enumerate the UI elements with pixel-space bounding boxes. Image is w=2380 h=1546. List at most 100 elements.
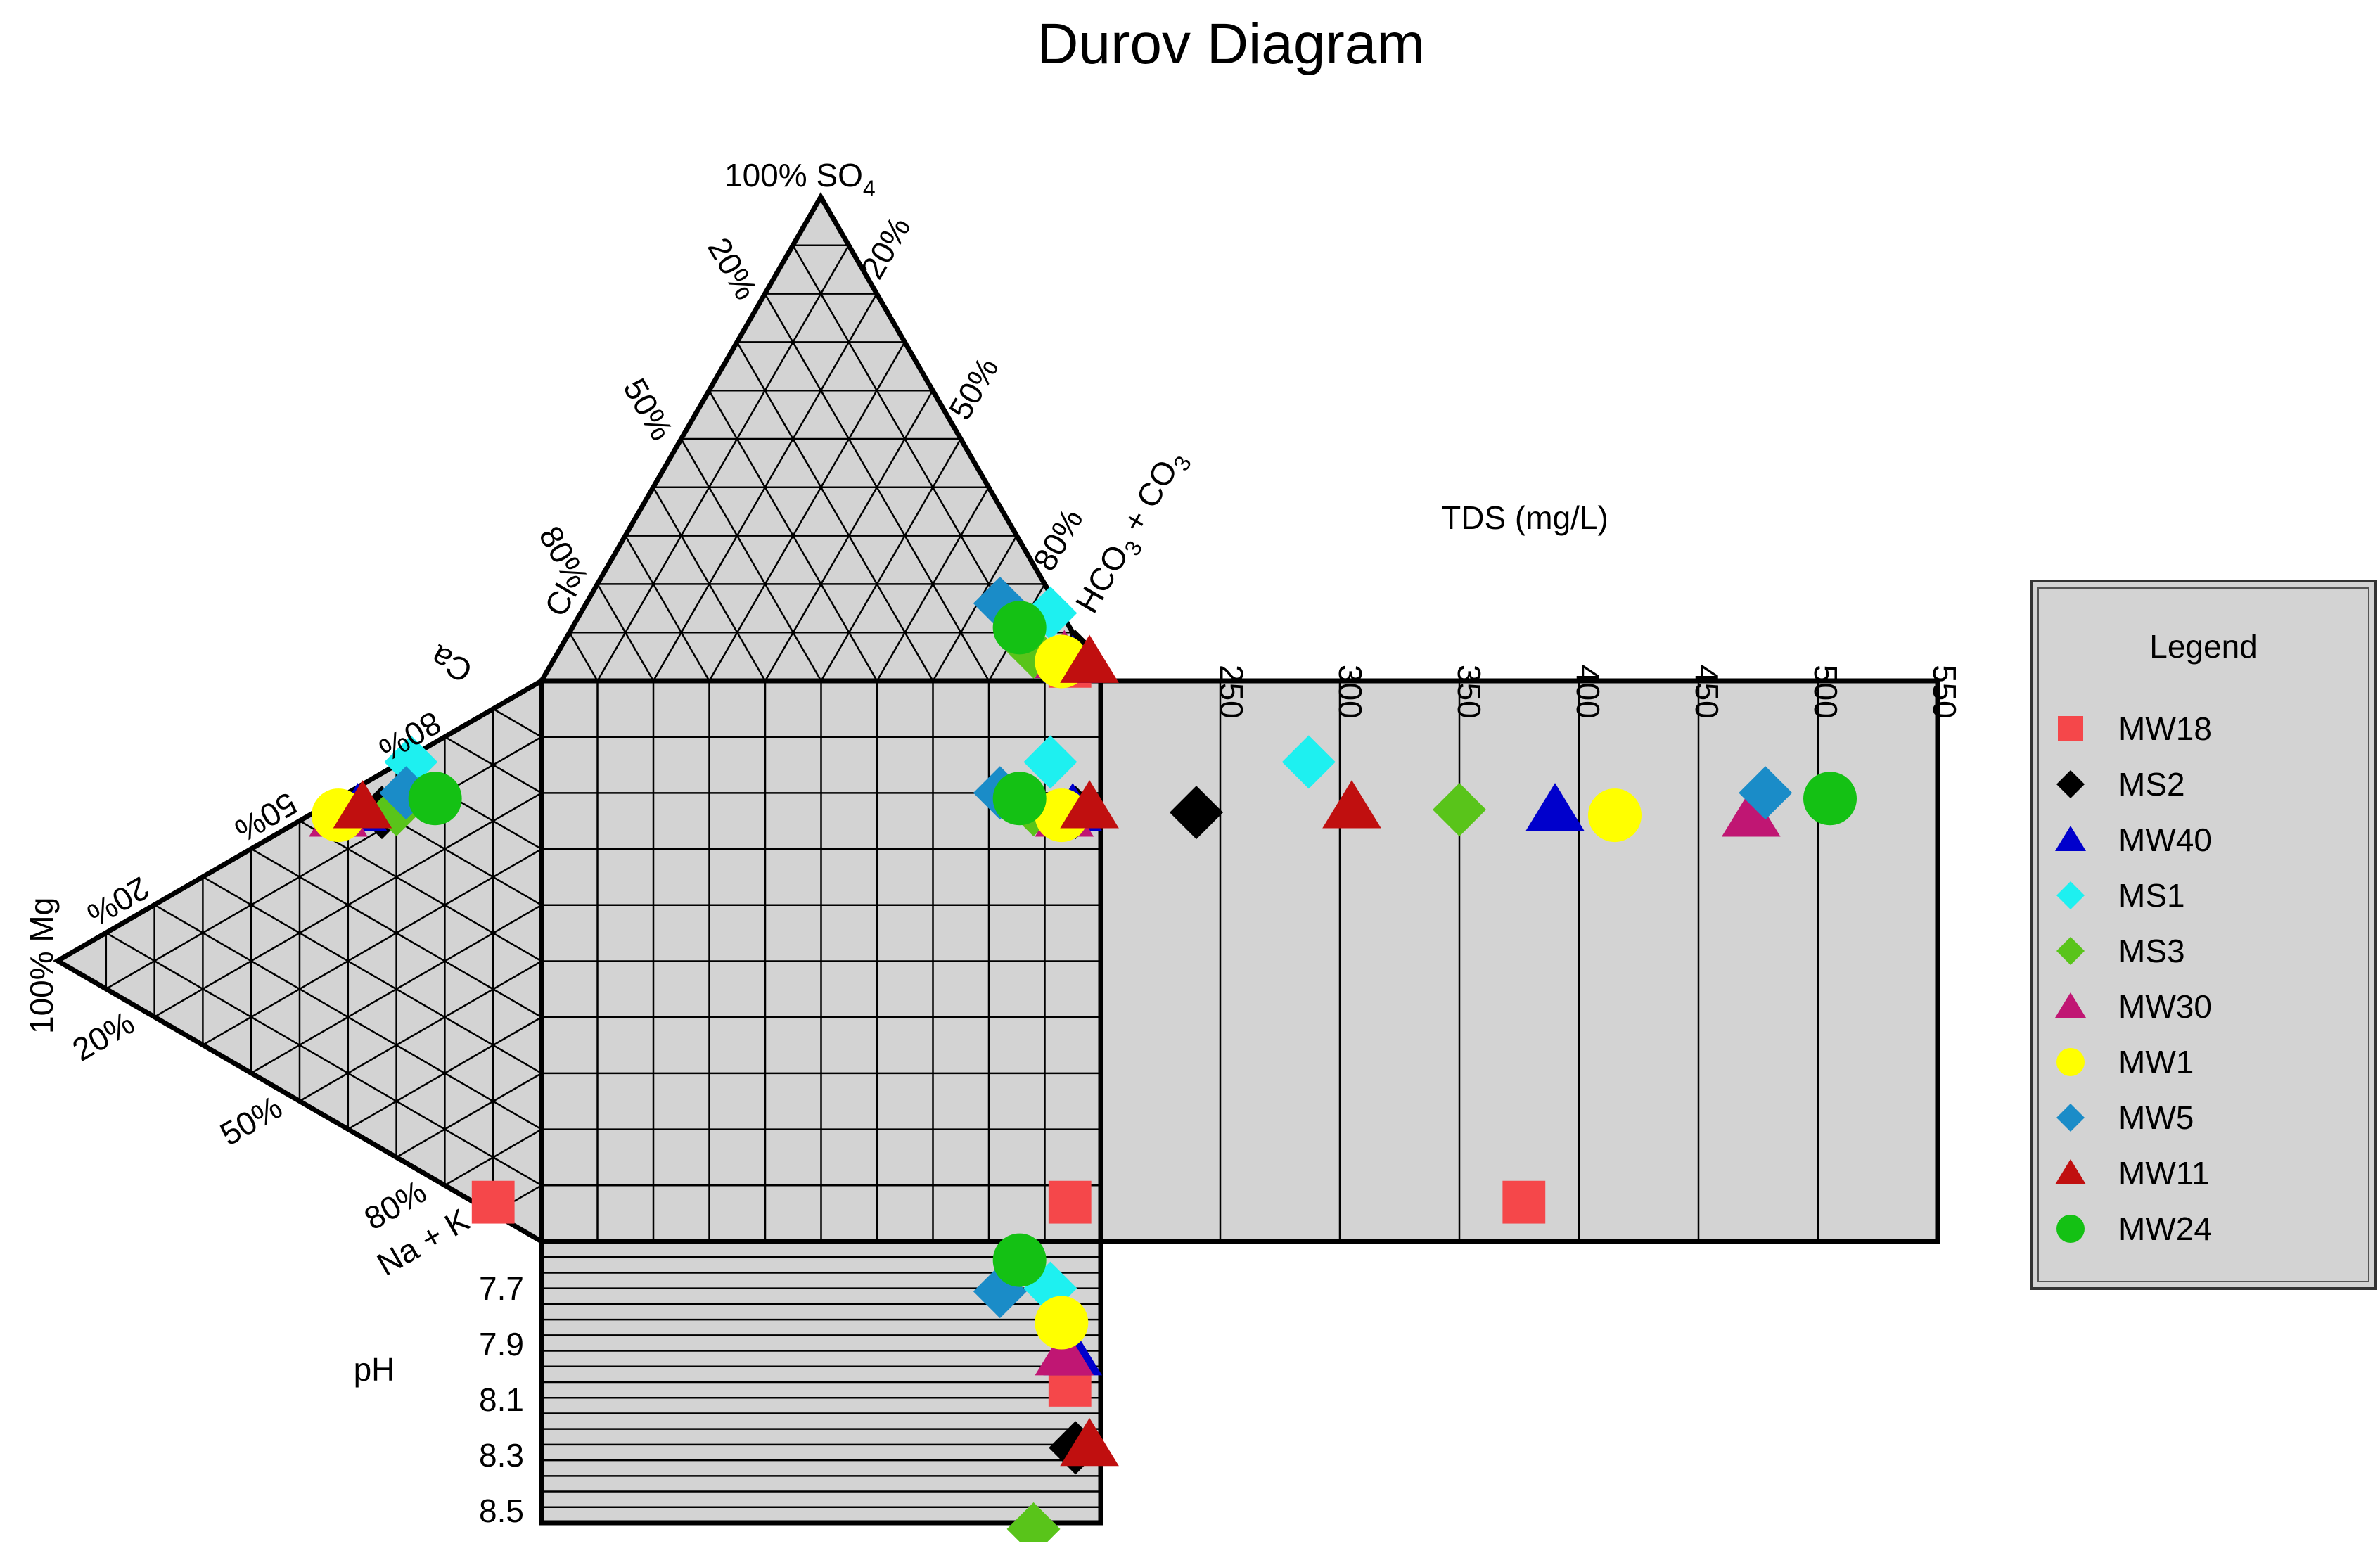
anion-left-80: 80% <box>532 520 596 594</box>
legend-marker <box>2056 881 2085 909</box>
ph-tick-label: 8.1 <box>479 1381 524 1418</box>
tds-point <box>1739 766 1793 820</box>
legend-label: MS1 <box>2118 877 2185 914</box>
anion-grid-line <box>625 535 710 682</box>
legend-marker <box>2055 1159 2086 1184</box>
anion-right-label: HCO3 + CO3 <box>1068 442 1196 622</box>
legend-label: MW5 <box>2118 1099 2194 1136</box>
grid-lines <box>105 244 1819 1509</box>
legend-inner-frame <box>2037 587 2369 1282</box>
cation-point <box>408 772 462 826</box>
square-point <box>1035 788 1089 843</box>
square-point <box>1048 1180 1092 1224</box>
legend-title: Legend <box>2149 628 2258 665</box>
cation-grid-line <box>492 708 542 738</box>
cation-bottom-50: 50% <box>214 1089 288 1153</box>
tds-axis-label: TDS (mg/L) <box>1441 499 1608 536</box>
tds-panel <box>1098 678 1940 1244</box>
tds-point <box>1281 735 1336 789</box>
anion-left-20: 20% <box>700 231 764 306</box>
tds-point <box>1322 780 1381 829</box>
ph-point <box>1060 1417 1119 1467</box>
tds-tick-label: 400 <box>1570 665 1606 719</box>
legend-marker <box>2056 1048 2085 1076</box>
legend: Legend MW18 MS2 MW40 MS1 MS3 MW30 MW1 MW… <box>2030 580 2377 1290</box>
anion-grid-line <box>652 293 878 682</box>
cation-point <box>333 780 392 829</box>
tds-point <box>1722 788 1781 837</box>
ph-tick-label: 8.5 <box>479 1493 524 1529</box>
cation-grid-line <box>105 736 542 990</box>
legend-frame <box>2030 580 2377 1290</box>
cation-grid-line <box>202 848 542 1046</box>
anion-grid-line <box>708 341 906 682</box>
square-point <box>1023 735 1077 789</box>
cation-grid-line <box>299 819 542 962</box>
anion-grid-line <box>932 535 1018 682</box>
anion-grid-line <box>680 438 822 682</box>
anion-grid-line <box>764 293 990 682</box>
ph-tick-label: 7.9 <box>479 1326 524 1362</box>
ph-point <box>992 1233 1047 1287</box>
cation-point <box>471 1180 515 1224</box>
cation-grid-line <box>202 876 542 1074</box>
anion-point <box>992 601 1047 655</box>
anion-grid-line <box>568 632 599 682</box>
legend-marker <box>2056 937 2085 965</box>
tds-tick-label: 250 <box>1213 665 1250 719</box>
legend-label: MS2 <box>2118 766 2185 803</box>
tds-point <box>1803 772 1857 826</box>
anion-grid-line <box>736 341 934 682</box>
data-markers <box>309 576 1857 1546</box>
cation-top-label: Ca <box>424 638 478 691</box>
chart-title: Durov Diagram <box>1037 12 1424 76</box>
cation-bottom-20: 20% <box>66 1004 141 1068</box>
cation-grid-line <box>395 1072 542 1158</box>
legend-label: MW30 <box>2118 988 2212 1025</box>
ph-point <box>1006 1502 1061 1546</box>
tds-tick-label: 300 <box>1332 665 1369 719</box>
tds-point <box>1433 783 1486 837</box>
legend-marker <box>2056 770 2085 798</box>
anion-left-50: 50% <box>616 372 680 447</box>
tds-tick-label: 550 <box>1926 665 1963 719</box>
ph-point <box>1035 1327 1094 1376</box>
tds-tick-label: 500 <box>1808 665 1844 719</box>
tds-point <box>1170 786 1223 840</box>
anion-right-50: 50% <box>942 351 1006 426</box>
legend-label: MW40 <box>2118 822 2212 858</box>
tds-tick-labels: 250 300 350 400 450 500 550 <box>1213 665 1963 719</box>
anion-point <box>1060 634 1119 683</box>
anion-grid-line <box>596 245 850 682</box>
tds-point <box>1525 783 1585 831</box>
ph-axis-label: pH <box>354 1351 395 1388</box>
legend-label: MW24 <box>2118 1210 2212 1247</box>
square-point <box>1060 780 1119 829</box>
tds-point <box>1502 1180 1546 1224</box>
ph-tick-label: 8.3 <box>479 1437 524 1474</box>
legend-label: MW18 <box>2118 710 2212 747</box>
anion-grid-line <box>820 438 962 682</box>
legend-marker <box>2058 716 2083 741</box>
legend-marker <box>2056 1104 2085 1132</box>
cation-grid-line <box>153 792 542 1018</box>
legend-label: MW1 <box>2118 1044 2194 1080</box>
ph-tick-labels: 7.7 7.9 8.1 8.3 8.5 <box>479 1270 524 1529</box>
legend-label: MW11 <box>2118 1155 2210 1192</box>
cation-grid-line <box>153 904 542 1130</box>
legend-marker <box>2055 992 2086 1018</box>
square-point <box>992 772 1047 826</box>
anion-top-label: 100% SO4 <box>724 157 876 201</box>
ph-tick-label: 7.7 <box>479 1270 524 1307</box>
tds-tick-label: 350 <box>1451 665 1488 719</box>
cation-left-label: 100% Mg <box>23 897 60 1034</box>
legend-label: MS3 <box>2118 933 2185 969</box>
ph-point <box>1035 1296 1089 1350</box>
cation-grid-line <box>299 960 542 1102</box>
legend-marker <box>2056 1215 2085 1243</box>
tds-tick-label: 450 <box>1689 665 1725 719</box>
cation-grid-line <box>105 932 542 1187</box>
legend-marker <box>2055 826 2086 851</box>
